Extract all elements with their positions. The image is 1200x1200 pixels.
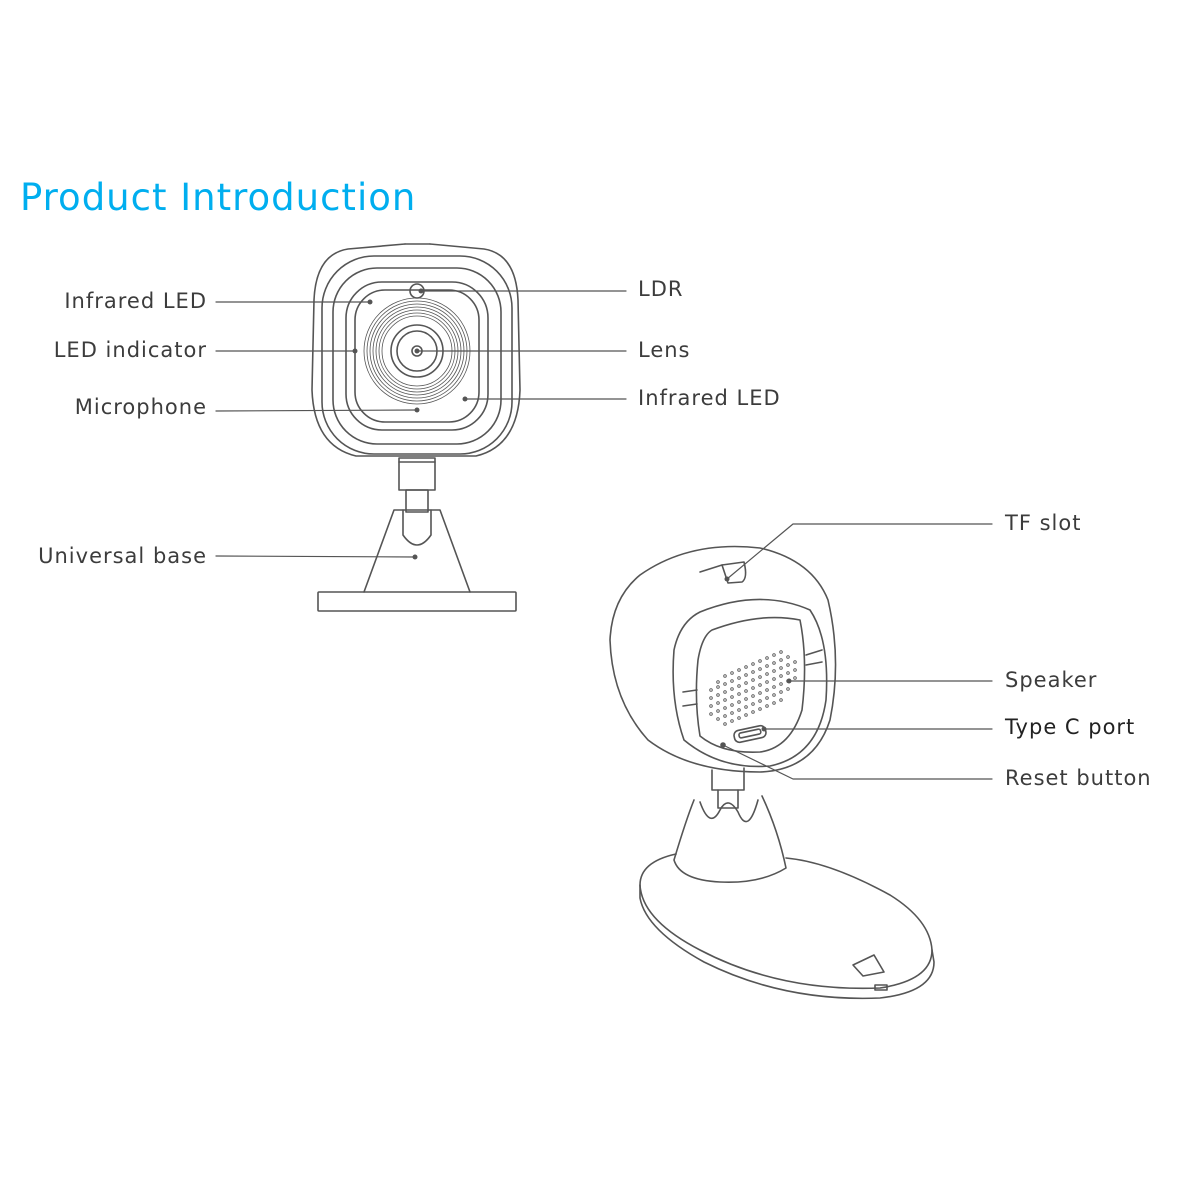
label-type-c-port: Type C port (1005, 715, 1136, 739)
label-infrared-led-right: Infrared LED (638, 386, 781, 410)
label-infrared-led-left: Infrared LED (64, 289, 207, 313)
label-led-indicator: LED indicator (53, 338, 207, 362)
front-leader-lines (215, 290, 627, 558)
label-universal-base: Universal base (38, 544, 207, 568)
label-tf-slot: TF slot (1005, 511, 1082, 535)
label-speaker: Speaker (1005, 668, 1098, 692)
label-ldr: LDR (638, 277, 684, 301)
label-microphone: Microphone (74, 395, 207, 419)
page-title: Product Introduction (20, 176, 417, 219)
rear-camera-illustration (609, 545, 935, 1000)
label-reset-button: Reset button (1005, 766, 1152, 790)
label-lens: Lens (638, 338, 691, 362)
type-c-port-icon (733, 724, 767, 744)
rear-leader-lines (722, 523, 993, 780)
front-camera-illustration (311, 243, 521, 612)
speaker-grille (709, 650, 797, 726)
